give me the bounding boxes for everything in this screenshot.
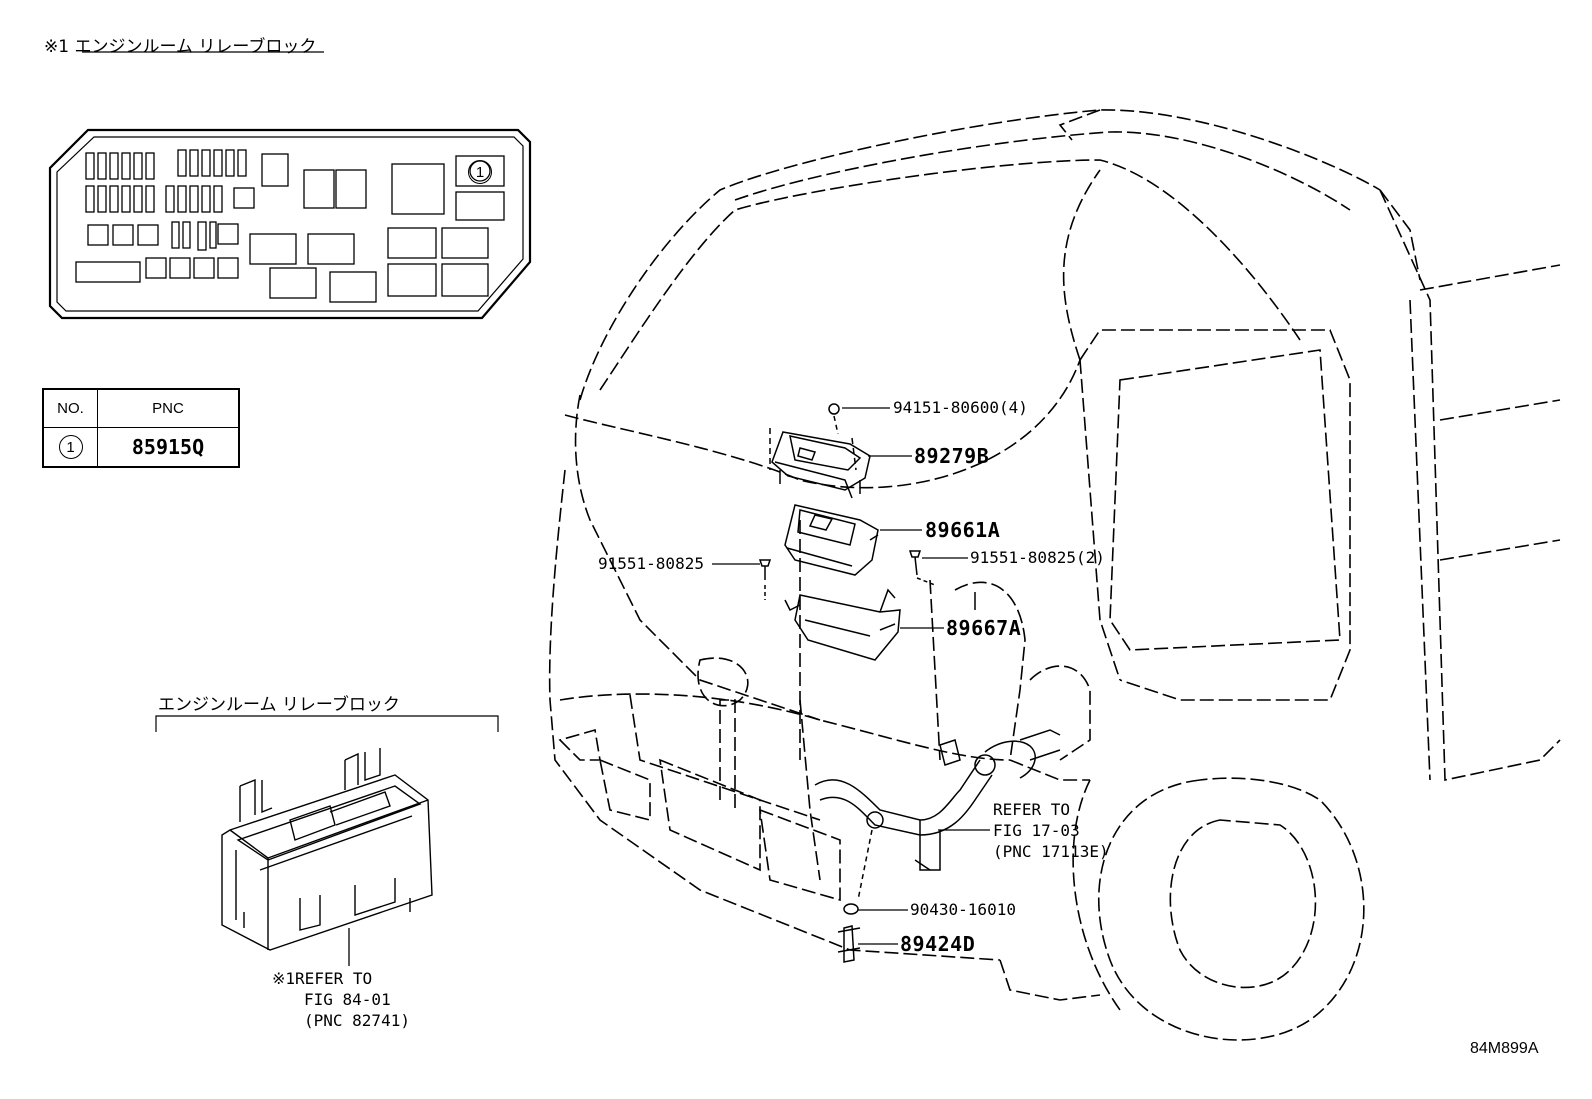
part-89279B: 89279B xyxy=(914,444,990,468)
legend-header-pnc: PNC xyxy=(98,390,238,428)
relay-ref-mark: ※1 xyxy=(272,969,296,988)
label-bracket xyxy=(155,715,499,732)
part-89667A: 89667A xyxy=(946,616,1022,640)
part-94151-80600: 94151-80600(4) xyxy=(893,398,1028,417)
leader-lines xyxy=(712,407,990,945)
part-91551-80825-right: 91551-80825(2) xyxy=(970,548,1105,567)
relay-block-reference: ※1REFER TO FIG 84-01 (PNC 82741) xyxy=(272,968,410,1031)
legend-row-no: 1 xyxy=(44,428,98,466)
part-91551-80825-left: 91551-80825 xyxy=(598,554,704,573)
header-mark: ※1 xyxy=(44,37,70,57)
part-89661A: 89661A xyxy=(925,518,1001,542)
relay-block-top-view xyxy=(48,128,532,320)
harness-reference: REFER TO FIG 17-03 (PNC 17113E) xyxy=(993,799,1109,862)
harness-ref-line1: REFER TO xyxy=(993,800,1071,819)
legend-no-circle: 1 xyxy=(58,435,83,459)
harness-ref-line3: (PNC 17113E) xyxy=(993,842,1109,861)
ecu-assembly xyxy=(758,403,976,661)
header: ※1 エンジンルーム リレーブロック xyxy=(44,32,316,57)
relay-ref-line2: FIG 84-01 xyxy=(304,990,391,1009)
marker-circle: 1 xyxy=(468,160,492,184)
relay-ref-line3: (PNC 82741) xyxy=(304,1011,410,1030)
part-90430-16010: 90430-16010 xyxy=(910,900,1016,919)
header-title: エンジンルーム リレーブロック xyxy=(74,37,317,57)
harness-assembly xyxy=(814,729,1061,963)
relay-block-marker: 1 xyxy=(468,160,492,184)
part-89424D: 89424D xyxy=(900,932,976,956)
harness-ref-line2: FIG 17-03 xyxy=(993,821,1080,840)
relay-ref-line1: REFER TO xyxy=(295,969,373,988)
legend-table: NO. PNC 1 85915Q xyxy=(42,388,240,468)
figure-code: 84M899A xyxy=(1470,1040,1539,1057)
relay-block-3d xyxy=(221,748,433,951)
truck-outline xyxy=(548,109,1561,1041)
legend-header-no: NO. xyxy=(44,390,98,428)
legend-row-pnc: 85915Q xyxy=(131,435,205,459)
relay-block-label: エンジンルーム リレーブロック xyxy=(158,695,400,715)
